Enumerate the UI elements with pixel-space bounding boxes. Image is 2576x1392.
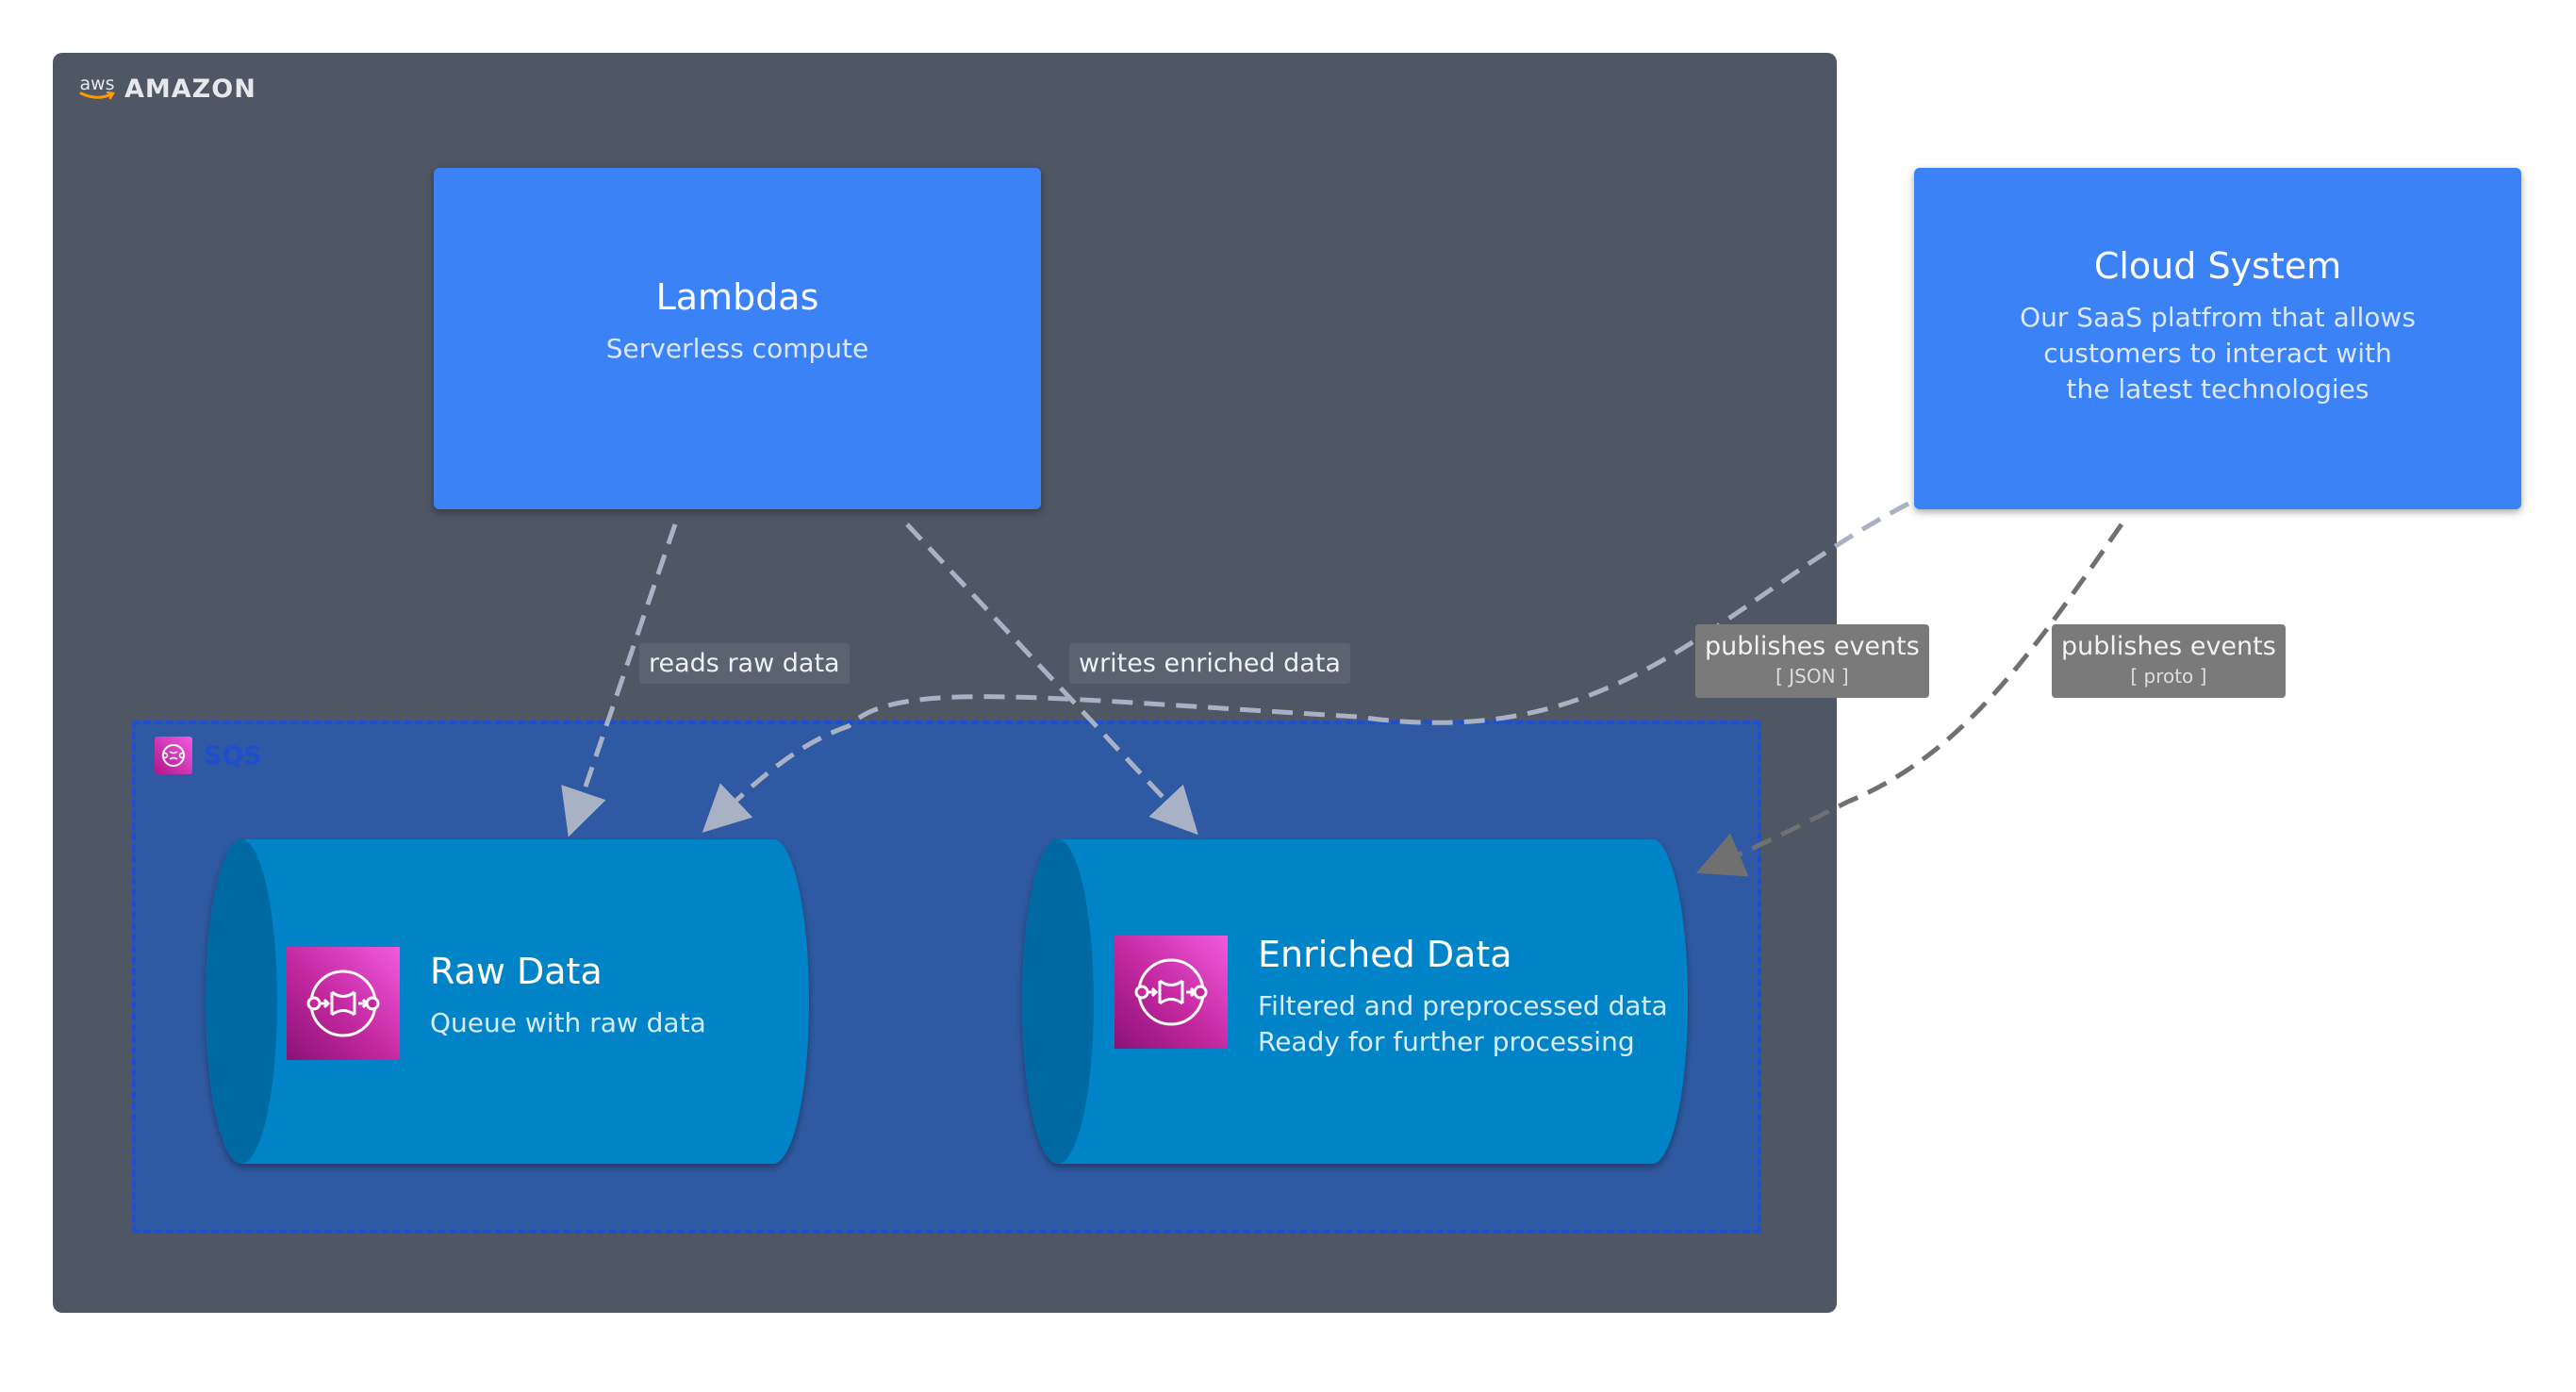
edge-label-publishes-json-technology: [ JSON ] <box>1775 665 1849 688</box>
edge-label-publishes-proto: publishes events [ proto ] <box>2052 624 2286 698</box>
aws-logo-icon: aws <box>79 75 115 101</box>
edge-label-publishes-proto-text: publishes events <box>2061 632 2276 661</box>
cloud-system-description: Our SaaS platfrom that allows customers … <box>2020 302 2416 405</box>
lambdas-title: Lambdas <box>655 276 819 318</box>
amazon-boundary-label: aws AMAZON <box>79 74 256 104</box>
raw-data-description: Queue with raw data <box>430 1007 706 1038</box>
lambdas-description: Serverless compute <box>605 333 869 364</box>
edge-publishes-proto <box>1695 522 2124 877</box>
enriched-data-queue-shape[interactable] <box>1022 839 1688 1164</box>
sqs-icon <box>155 737 192 774</box>
raw-data-queue-shape[interactable] <box>206 839 809 1164</box>
edge-label-publishes-json: publishes events [ JSON ] <box>1695 624 1929 698</box>
edge-label-reads-raw-data: reads raw data <box>639 643 850 684</box>
edge-writes-enriched-data <box>905 522 1198 836</box>
raw-data-text: Raw Data Queue with raw data <box>430 951 706 1041</box>
sqs-boundary-label: SQS <box>155 736 262 775</box>
edge-label-publishes-proto-technology: [ proto ] <box>2130 665 2207 688</box>
cloud-system-title: Cloud System <box>2093 245 2342 287</box>
raw-data-title: Raw Data <box>430 951 603 992</box>
raw-data-sqs-icon <box>287 947 400 1060</box>
cloud-system-container[interactable]: Cloud System Our SaaS platfrom that allo… <box>1914 168 2521 509</box>
edge-reads-raw-data <box>561 523 678 837</box>
enriched-data-title: Enriched Data <box>1258 934 1512 975</box>
enriched-data-description: Filtered and preprocessed data Ready for… <box>1258 990 1668 1057</box>
lambdas-container[interactable]: Lambdas Serverless compute <box>434 168 1041 509</box>
enriched-data-text: Enriched Data Filtered and preprocessed … <box>1258 934 1668 1060</box>
enriched-data-sqs-icon <box>1115 936 1228 1049</box>
edge-label-writes-enriched-data: writes enriched data <box>1069 643 1350 684</box>
edge-label-publishes-json-text: publishes events <box>1705 632 1920 661</box>
